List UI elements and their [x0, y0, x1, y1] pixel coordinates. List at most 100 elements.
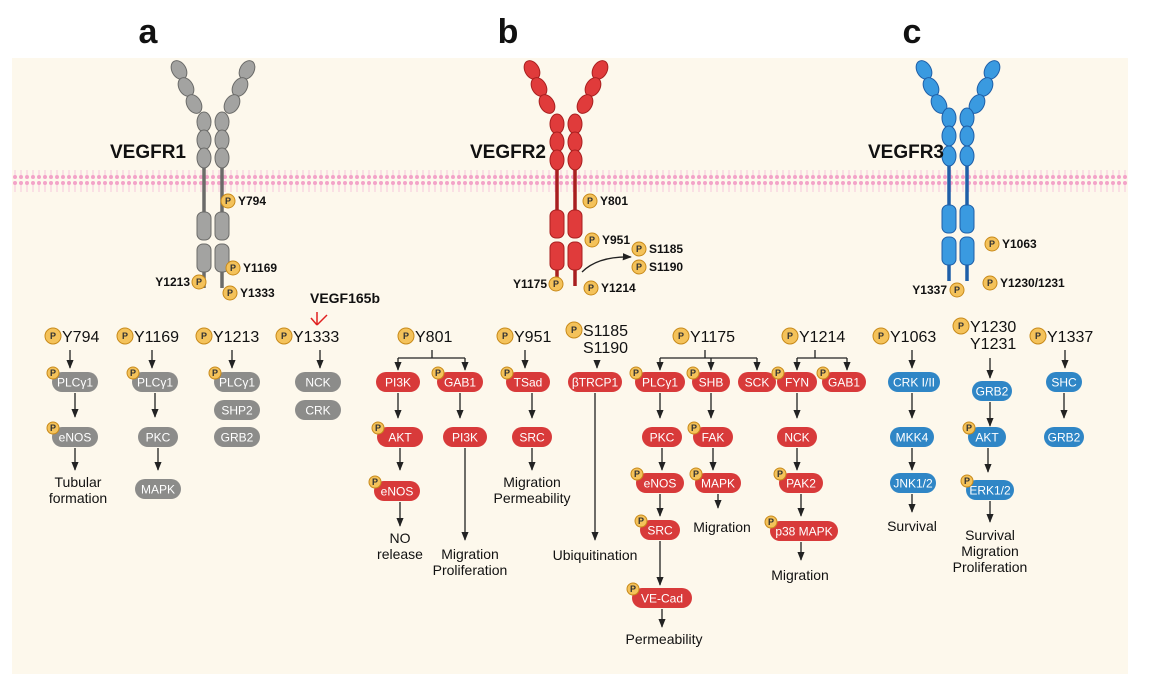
protein-node: [506, 372, 550, 392]
output-migration-y1214: Migration: [771, 567, 829, 583]
protein-label: GAB1: [828, 376, 860, 390]
phospho-letter: P: [588, 283, 594, 293]
ig-domain: [567, 131, 583, 153]
protein-label: NCK: [305, 376, 330, 390]
phospho-icon: [982, 275, 998, 291]
phospho-site: Y1175: [513, 277, 547, 291]
phospho-site: Y794: [238, 194, 266, 208]
phospho-letter: P: [678, 331, 684, 341]
phospho-letter: P: [281, 331, 287, 341]
head-y1063: Y1063: [890, 329, 936, 346]
phospho-site: Y1230/1231: [1000, 276, 1065, 290]
phospho-icon: [371, 421, 385, 435]
protein-node: [779, 473, 823, 493]
phospho-icon: [672, 327, 690, 345]
protein-node: [642, 427, 682, 447]
ig-domain: [567, 149, 583, 171]
ig-domain: [214, 147, 230, 169]
protein-node: [376, 372, 420, 392]
phospho-letter: P: [787, 331, 793, 341]
phospho-icon: [496, 327, 514, 345]
phospho-letter: P: [50, 368, 56, 378]
phospho-letter: P: [196, 277, 202, 287]
kinase-domain: [941, 204, 957, 234]
output-permeability: Permeability: [625, 631, 702, 647]
phospho-site: Y1169: [243, 261, 277, 275]
phospho-letter: P: [634, 469, 640, 479]
protein-label: SRC: [647, 524, 673, 538]
kinase-domain: [214, 211, 230, 241]
protein-label: SHB: [699, 376, 724, 390]
protein-node: [1044, 427, 1084, 447]
panel-letter-c: c: [903, 13, 922, 51]
protein-node: [695, 473, 741, 493]
protein-label: MKK4: [896, 431, 929, 445]
ig-domain: [959, 125, 975, 147]
phospho-letter: P: [966, 423, 972, 433]
phospho-letter: P: [130, 368, 136, 378]
ig-domain: [196, 111, 212, 133]
protein-node: [972, 381, 1012, 401]
ig-domain: [941, 125, 957, 147]
protein-label: PLCγ1: [57, 376, 93, 390]
protein-node: [1046, 372, 1082, 392]
protein-node: [437, 372, 483, 392]
phospho-icon: [962, 421, 976, 435]
protein-label: p38 MAPK: [775, 525, 832, 539]
protein-node: [770, 521, 838, 541]
phospho-letter: P: [225, 196, 231, 206]
ig-domain: [567, 113, 583, 135]
phospho-icon: [368, 475, 382, 489]
phospho-letter: P: [571, 325, 577, 335]
protein-node: [635, 372, 685, 392]
protein-node: [135, 479, 181, 499]
protein-node: [966, 480, 1014, 500]
protein-label: CRK I/II: [893, 376, 935, 390]
kinase-domain: [196, 243, 212, 273]
phospho-letter: P: [777, 469, 783, 479]
phospho-site: Y1213: [155, 275, 190, 289]
phospho-icon: [630, 467, 644, 481]
protein-node: [890, 473, 936, 493]
protein-label: PLCγ1: [642, 376, 678, 390]
phospho-site: Y801: [600, 194, 628, 208]
phospho-icon: [631, 259, 647, 275]
protein-node: [138, 427, 178, 447]
protein-label: MAPK: [141, 483, 175, 497]
phospho-letter: P: [403, 331, 409, 341]
protein-node: [738, 372, 776, 392]
phospho-icon: [984, 236, 1000, 252]
phospho-icon: [689, 467, 703, 481]
protein-label: FYN: [785, 376, 809, 390]
protein-node: [568, 372, 622, 392]
phospho-letter: P: [964, 476, 970, 486]
ig-domain: [223, 94, 241, 114]
phospho-icon: [46, 366, 60, 380]
phospho-letter: P: [372, 477, 378, 487]
phospho-letter: P: [375, 423, 381, 433]
protein-node: [693, 427, 733, 447]
protein-node: [214, 400, 260, 420]
phospho-icon: [773, 467, 787, 481]
phospho-letter: P: [201, 331, 207, 341]
phospho-site: S1185: [649, 242, 683, 256]
phospho-letter: P: [690, 368, 696, 378]
protein-node: [822, 372, 866, 392]
ig-domain: [549, 131, 565, 153]
inhibitor-vegf165b: VEGF165b: [310, 290, 380, 306]
panel-letter-a: a: [139, 13, 159, 51]
head-y1214: Y1214: [799, 329, 845, 346]
protein-node: [295, 400, 341, 420]
output-migration-y1175: Migration: [693, 519, 751, 535]
ig-domain: [214, 129, 230, 151]
protein-label: VE-Cad: [641, 592, 683, 606]
phospho-letter: P: [50, 423, 56, 433]
ig-domain: [214, 111, 230, 133]
phospho-site: S1190: [649, 260, 683, 274]
protein-label: PAK2: [786, 477, 816, 491]
kinase-domain: [196, 211, 212, 241]
